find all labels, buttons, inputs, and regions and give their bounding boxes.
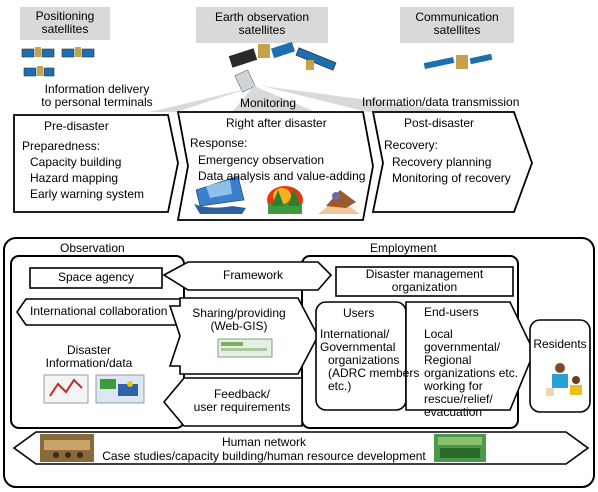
response-item-observation: Emergency observation — [198, 153, 325, 167]
sharing-label: Sharing/providing (Web-GIS) — [180, 306, 298, 334]
employment-title: Employment — [370, 241, 437, 255]
framework-arrow — [162, 261, 333, 291]
phase-post-arrow — [371, 111, 533, 213]
earth-observation-satellite-icon — [228, 41, 337, 93]
post-disaster-items: Recovery planning Monitoring of recovery — [392, 154, 511, 186]
end-users-title: End-users — [424, 305, 479, 319]
communication-satellites-label: Communication satellites — [400, 10, 514, 38]
disaster-info-line2: Information/data — [45, 356, 133, 371]
info-delivery-line1: Information delivery — [44, 82, 150, 96]
observation-title: Observation — [60, 241, 125, 255]
end-users-line4: organizations etc. — [424, 366, 519, 380]
info-delivery-line2: to personal terminals — [41, 95, 153, 110]
communication-line2: satellites — [433, 23, 481, 38]
communication-satellite-icon — [423, 53, 493, 70]
earth-obs-line2: satellites — [238, 23, 286, 38]
space-agency-box — [29, 267, 163, 289]
recovery-label: Recovery: — [384, 138, 439, 152]
landslide-illustration — [318, 190, 360, 214]
disaster-data-thumbnails — [43, 374, 145, 404]
phase-pre-arrow — [13, 114, 179, 213]
post-disaster-title: Post-disaster — [404, 116, 475, 130]
end-users-line5: working for — [424, 379, 483, 393]
disaster-info-label: Disaster Information/data — [24, 343, 154, 371]
post-item-monitoring: Monitoring of recovery — [392, 171, 511, 185]
positioning-label-box — [20, 7, 110, 40]
response-label: Response: — [190, 136, 248, 150]
users-line3: organizations — [328, 353, 400, 367]
feedback-arrow — [162, 377, 303, 427]
feedback-line1: Feedback/ — [213, 387, 271, 401]
pre-disaster-title: Pre-disaster — [44, 119, 109, 133]
residents-illustration — [546, 363, 582, 396]
end-users-arrow — [405, 301, 535, 411]
users-line1: International/ — [320, 327, 390, 341]
intl-collab-label: International collaboration — [30, 304, 168, 318]
positioning-satellite-icon — [21, 47, 95, 77]
ray-positioning — [150, 88, 250, 112]
post-item-planning: Recovery planning — [392, 155, 492, 169]
dm-org-label: Disaster management organization — [336, 267, 513, 295]
ray-monitoring — [232, 86, 316, 112]
end-users-line2: governmental/ — [424, 340, 501, 354]
end-users-line3: Regional — [424, 353, 472, 367]
monitoring-label: Monitoring — [240, 96, 297, 110]
framework-label: Framework — [222, 268, 283, 282]
end-users-description: Local governmental/ Regional organizatio… — [424, 328, 518, 419]
communication-label-box — [400, 7, 514, 43]
users-line4: (ADRC members — [328, 366, 420, 380]
dm-org-line1: Disaster management — [365, 267, 484, 281]
transmission-label: Information/data transmission — [362, 95, 520, 109]
human-network-photo-left — [40, 434, 94, 462]
dm-org-box — [335, 266, 514, 297]
feedback-line2: user requirements — [193, 400, 291, 415]
users-line5: etc.) — [328, 379, 352, 393]
fire-illustration — [267, 186, 303, 214]
earth-obs-label-box — [196, 7, 328, 43]
sharing-arrow — [168, 297, 319, 375]
flood-illustration — [194, 175, 246, 214]
preparedness-label: Preparedness: — [22, 139, 101, 153]
end-users-line7: evacuation — [424, 405, 483, 419]
right-after-title: Right after disaster — [226, 116, 327, 130]
end-users-line1: Local — [424, 327, 453, 341]
earth-observation-satellites-label: Earth observation satellites — [196, 10, 328, 38]
users-line2: Governmental — [320, 340, 396, 354]
info-delivery-label: Information delivery to personal termina… — [30, 82, 164, 110]
dm-org-line2: organization — [391, 280, 458, 295]
human-network-photo-right — [434, 434, 486, 462]
users-description: International/ Governmental organization… — [320, 328, 419, 393]
residents-label: Residents — [533, 337, 587, 351]
ray-transmission — [262, 86, 458, 112]
pre-item-capacity: Capacity building — [30, 155, 122, 169]
end-users-line6: rescue/relief/ — [424, 392, 493, 406]
sharing-line2: (Web-GIS) — [210, 319, 268, 334]
communication-line1: Communication — [415, 10, 499, 24]
disaster-info-line1: Disaster — [66, 343, 111, 357]
earth-obs-line1: Earth observation — [214, 10, 310, 24]
response-item-analysis: Data analysis and value-adding — [198, 169, 366, 183]
pre-item-warning: Early warning system — [30, 187, 145, 201]
sharing-line1: Sharing/providing — [192, 306, 286, 320]
positioning-line2: satellites — [41, 22, 89, 37]
positioning-line1: Positioning — [35, 9, 95, 23]
pre-item-hazard: Hazard mapping — [30, 171, 119, 185]
users-title: Users — [343, 306, 375, 320]
space-agency-label: Space agency — [57, 270, 135, 284]
positioning-satellites-label: Positioning satellites — [20, 9, 110, 37]
human-network-subtitle: Case studies/capacity building/human res… — [102, 449, 426, 463]
feedback-label: Feedback/ user requirements — [182, 387, 302, 415]
pre-disaster-items: Capacity building Hazard mapping Early w… — [30, 154, 144, 202]
right-after-items: Emergency observation Data analysis and … — [198, 152, 365, 184]
human-network-title: Human network — [221, 435, 307, 449]
